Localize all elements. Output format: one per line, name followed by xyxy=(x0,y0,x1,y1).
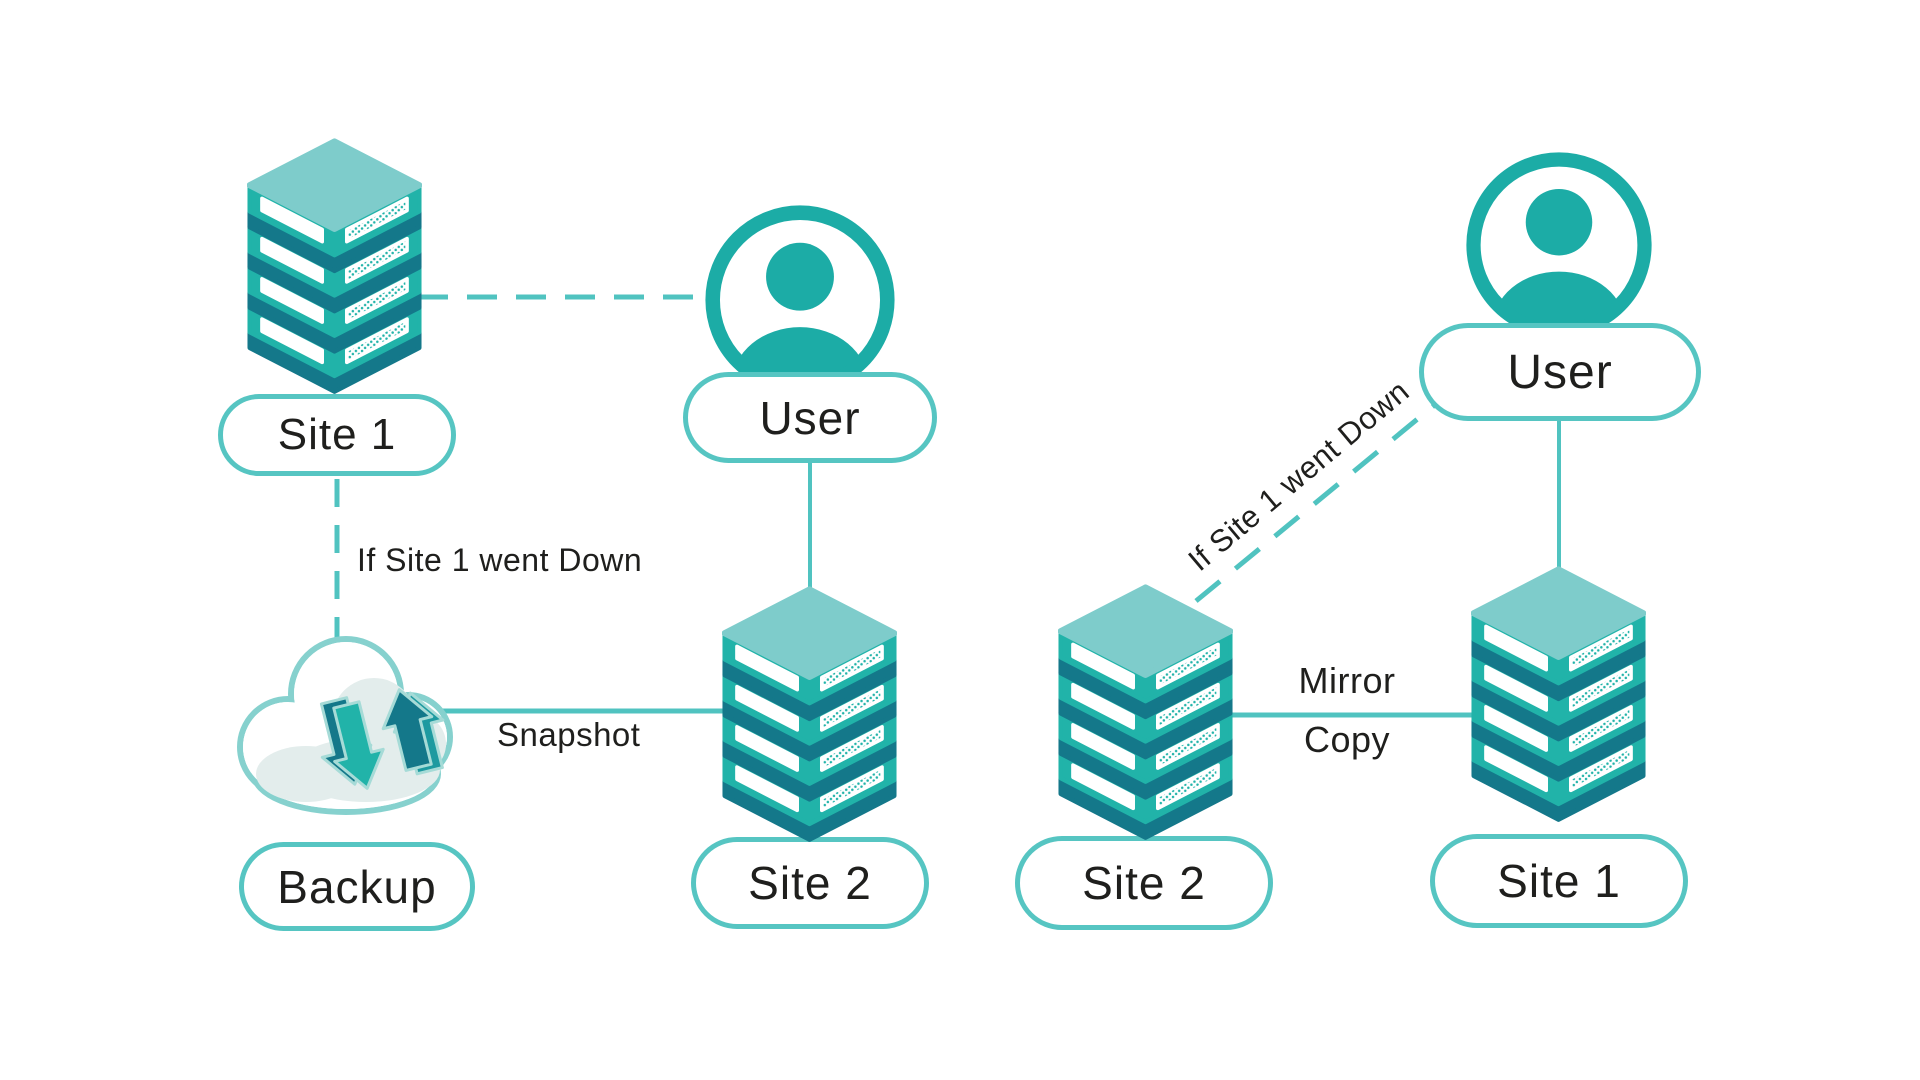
user-label-pill-right: User xyxy=(1419,323,1701,421)
site1-label-right: Site 1 xyxy=(1497,855,1621,907)
user-label-right: User xyxy=(1507,345,1613,399)
site2-label-pill-right: Site 2 xyxy=(1015,836,1273,930)
mirror-caption-line1: Mirror xyxy=(1298,660,1396,701)
site2-label-left: Site 2 xyxy=(748,857,872,909)
user-icon-right xyxy=(1464,150,1654,340)
site2-label-right: Site 2 xyxy=(1082,857,1206,909)
cloud-backup-icon xyxy=(237,636,453,815)
up-arrow-icon xyxy=(381,688,445,776)
mirror-caption-line2: Copy xyxy=(1303,719,1391,760)
site1-label-pill-right: Site 1 xyxy=(1430,834,1688,928)
down-arrow-icon xyxy=(319,696,385,790)
user-icon-left xyxy=(703,203,897,397)
server-stack-icon-right-site1 xyxy=(1471,566,1646,824)
user-label-pill-left: User xyxy=(683,372,937,463)
snapshot-caption: Snapshot xyxy=(497,716,641,753)
server-stack-icon-left-site1 xyxy=(247,138,422,396)
site1-label-left: Site 1 xyxy=(277,410,397,459)
server-stack-icon-right-site2 xyxy=(1058,584,1233,842)
dashed-line-site2-user-right xyxy=(1194,392,1450,603)
backup-label: Backup xyxy=(277,860,437,913)
sync-arrows-icon xyxy=(319,688,445,790)
user-label-left: User xyxy=(759,391,861,444)
failover-caption-left: If Site 1 went Down xyxy=(357,542,643,578)
site1-label-pill-left: Site 1 xyxy=(218,394,456,476)
server-stack-icon-left-site2 xyxy=(722,586,897,844)
backup-label-pill: Backup xyxy=(239,842,475,931)
site2-label-pill-left: Site 2 xyxy=(691,837,929,929)
